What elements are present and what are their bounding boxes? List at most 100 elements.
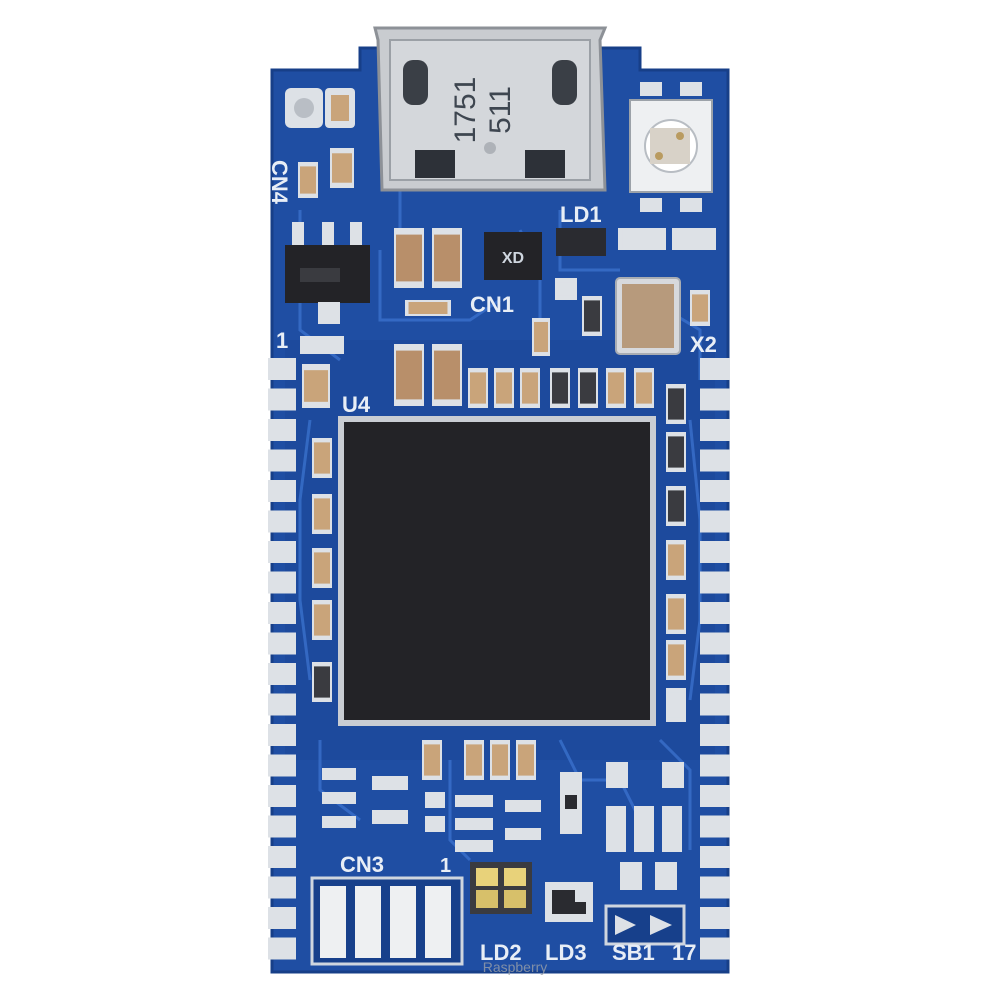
edge-pad xyxy=(700,815,730,838)
edge-pad xyxy=(268,907,296,929)
edge-pad xyxy=(268,510,296,533)
component-body xyxy=(668,644,684,676)
component-body xyxy=(303,338,341,352)
component-body xyxy=(668,598,684,630)
label-cn3-pin1: 1 xyxy=(440,855,451,877)
edge-pad xyxy=(268,632,296,655)
component-body xyxy=(424,744,440,776)
component-body xyxy=(668,544,684,576)
edge-pad xyxy=(268,541,296,563)
edge-pad xyxy=(268,754,296,777)
component-body xyxy=(314,442,330,474)
component-body xyxy=(552,372,568,404)
edge-pad xyxy=(700,602,730,624)
edge-pad xyxy=(268,937,296,960)
component-body xyxy=(522,372,538,404)
component-body xyxy=(668,490,684,522)
edge-pad xyxy=(268,693,296,716)
edge-pad xyxy=(700,846,730,868)
component-body xyxy=(584,300,600,332)
edge-pad xyxy=(700,724,730,746)
edge-pads-right xyxy=(700,358,730,960)
component-body xyxy=(434,234,460,282)
cn3-pads xyxy=(310,876,464,966)
edge-pads-left xyxy=(268,358,296,960)
usb-stamp-line1: 1751 xyxy=(449,77,482,144)
passive-components xyxy=(298,148,716,780)
label-pin1: 1 xyxy=(276,328,288,353)
edge-pad xyxy=(268,602,296,624)
label-cn1: CN1 xyxy=(470,292,514,317)
edge-pad xyxy=(700,358,730,380)
component-body xyxy=(332,153,352,183)
component-body xyxy=(668,436,684,468)
micro-usb-connector: 1751 511 xyxy=(373,26,608,192)
label-x2: X2 xyxy=(690,332,717,357)
rgb-led xyxy=(629,82,713,212)
edge-pad xyxy=(268,419,296,441)
edge-pad xyxy=(268,449,296,472)
component-body xyxy=(466,744,482,776)
component-body xyxy=(314,498,330,530)
component-body xyxy=(668,692,684,718)
component-body xyxy=(676,230,712,248)
small-ic-mark: XD xyxy=(502,250,524,267)
edge-pad xyxy=(700,937,730,960)
edge-pad xyxy=(268,785,296,807)
mcu-chip xyxy=(338,416,656,726)
edge-pad xyxy=(700,480,730,502)
edge-pad xyxy=(700,907,730,929)
edge-pad xyxy=(268,876,296,899)
small-ic: XD xyxy=(484,228,606,280)
label-cn4: CN4 xyxy=(267,160,292,205)
cn4-pads xyxy=(285,88,355,128)
voltage-regulator xyxy=(285,222,370,324)
edge-pad xyxy=(700,449,730,472)
component-body xyxy=(396,234,422,282)
component-body xyxy=(314,552,330,584)
edge-pad xyxy=(268,663,296,685)
component-body xyxy=(668,388,684,420)
edge-pad xyxy=(268,571,296,594)
label-ld1: LD1 xyxy=(560,202,602,227)
crystal-x2 xyxy=(615,277,681,355)
lower-components xyxy=(322,762,684,902)
watermark: Raspberry xyxy=(483,959,548,975)
component-body xyxy=(557,282,575,296)
edge-pad xyxy=(700,785,730,807)
edge-pad xyxy=(700,419,730,441)
edge-pad xyxy=(268,388,296,411)
edge-pad xyxy=(700,571,730,594)
silkscreen-labels: CN4 LD1 CN1 X2 U4 1 CN3 1 LD2 LD3 SB1 17 xyxy=(267,160,717,965)
edge-pad xyxy=(700,632,730,655)
component-body xyxy=(692,294,708,322)
edge-pad xyxy=(268,846,296,868)
edge-pad xyxy=(700,541,730,563)
edge-pad xyxy=(700,693,730,716)
edge-pad xyxy=(700,754,730,777)
component-body xyxy=(622,230,662,248)
edge-pad xyxy=(268,480,296,502)
label-ld3: LD3 xyxy=(545,940,587,965)
component-body xyxy=(608,372,624,404)
component-body xyxy=(518,744,534,776)
edge-pad xyxy=(700,388,730,411)
edge-pad xyxy=(700,663,730,685)
led-ld2 xyxy=(470,862,532,914)
label-cn3: CN3 xyxy=(340,852,384,877)
component-body xyxy=(580,372,596,404)
solder-bridge-sb1 xyxy=(604,904,686,946)
component-body xyxy=(636,372,652,404)
component-body xyxy=(314,604,330,636)
edge-pad xyxy=(700,510,730,533)
component-body xyxy=(314,666,330,698)
edge-pad xyxy=(268,358,296,380)
component-body xyxy=(304,370,328,402)
edge-pad xyxy=(700,876,730,899)
usb-stamp-line2: 511 xyxy=(484,86,517,134)
component-body xyxy=(408,302,448,314)
component-body xyxy=(470,372,486,404)
label-sb1: SB1 xyxy=(612,940,655,965)
component-body xyxy=(434,350,460,400)
